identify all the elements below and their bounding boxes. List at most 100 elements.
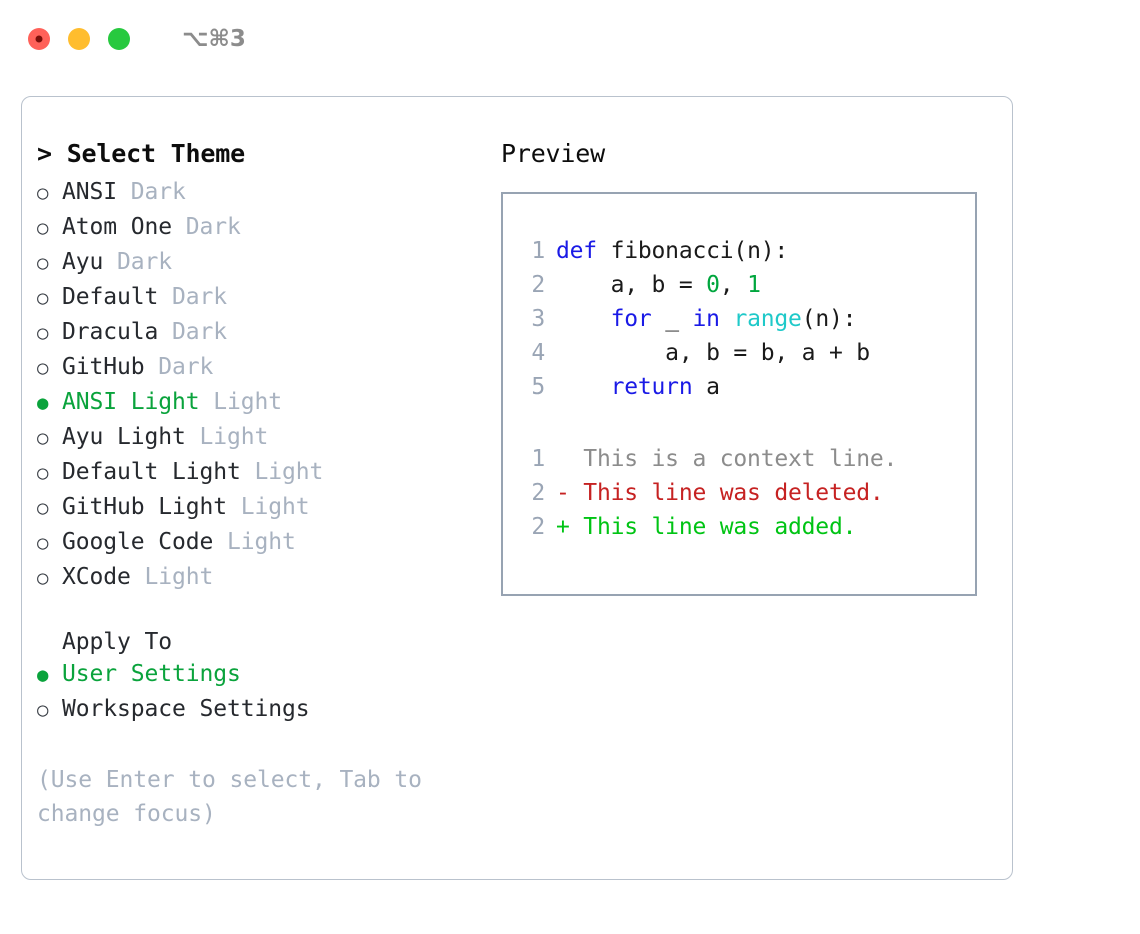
title-bar: ⌥⌘3 [0, 0, 1140, 78]
preview-heading: Preview [501, 139, 605, 168]
code-token [556, 306, 611, 332]
theme-option-name: Ayu Light [62, 424, 186, 450]
theme-option-name: GitHub [62, 354, 145, 380]
radio-unselected-icon: ○ [37, 322, 49, 344]
spacer [158, 315, 172, 349]
window-controls [28, 28, 130, 50]
line-number: 2 [531, 480, 545, 506]
theme-option[interactable]: ○ Google Code Light [37, 525, 477, 560]
code-line: 4 a, b = b, a + b [515, 336, 975, 370]
code-line-text: for _ in range(n): [556, 302, 857, 336]
keyboard-shortcut-label: ⌥⌘3 [182, 26, 246, 52]
radio-selected-icon: ● [37, 392, 49, 414]
apply-to-option[interactable]: ○Workspace Settings [37, 692, 477, 727]
apply-to-list: ● User Settings ○Workspace Settings [37, 657, 477, 727]
radio-unselected-icon: ○ [37, 532, 49, 554]
code-line-text: return a [556, 370, 720, 404]
theme-option[interactable]: ○ Default Dark [37, 280, 477, 315]
theme-option[interactable]: ●ANSI Light Light [37, 385, 477, 420]
theme-option-variant: Dark [117, 249, 172, 275]
radio-unselected-icon: ○ [37, 217, 49, 239]
code-token: a, b = [556, 272, 707, 298]
spacer [117, 175, 131, 209]
theme-list: ○ANSI Dark○Atom One Dark○Ayu Dark○Defaul… [37, 175, 477, 595]
theme-option[interactable]: ○Atom One Dark [37, 210, 477, 245]
code-line: 3 for _ in range(n): [515, 302, 975, 336]
theme-option-name: Default [62, 284, 159, 310]
close-dot[interactable] [28, 28, 50, 50]
diff-line-text: This is a context line. [556, 446, 898, 472]
code-token: range [733, 306, 802, 332]
code-line: 5 return a [515, 370, 975, 404]
theme-option-variant: Light [226, 529, 296, 555]
radio-unselected-icon: ○ [37, 699, 49, 721]
diff-line: 2+ This line was added. [515, 510, 975, 544]
code-line-text: a, b = 0, 1 [556, 268, 761, 302]
diff-line-text: - This line was deleted. [556, 480, 884, 506]
theme-option[interactable]: ○XCode Light [37, 560, 477, 595]
radio-unselected-icon: ○ [37, 287, 49, 309]
theme-option-name: ANSI [62, 179, 117, 205]
spacer [103, 245, 117, 279]
theme-option-name: Google Code [62, 529, 214, 555]
theme-option-name: Default Light [62, 459, 241, 485]
minimize-dot[interactable] [68, 28, 90, 50]
theme-option-variant: Dark [171, 284, 227, 310]
radio-unselected-icon: ○ [37, 567, 49, 589]
code-token: def [556, 238, 611, 264]
radio-unselected-icon: ○ [37, 182, 49, 204]
spacer [172, 210, 186, 244]
theme-option-name: GitHub Light [62, 494, 227, 520]
theme-option-name: Dracula [62, 319, 159, 345]
code-token: a [692, 374, 720, 400]
line-number: 2 [531, 514, 545, 540]
spacer [241, 455, 255, 489]
line-number: 1 [531, 238, 545, 264]
theme-option-variant: Light [144, 564, 214, 590]
spacer [199, 385, 213, 419]
code-line-text: a, b = b, a + b [556, 336, 870, 370]
line-number: 1 [531, 446, 545, 472]
theme-option[interactable]: ○Ayu Dark [37, 245, 477, 280]
spacer [131, 560, 145, 594]
theme-list-column: > Select Theme ○ANSI Dark○Atom One Dark○… [37, 139, 477, 831]
code-line: 2 a, b = 0, 1 [515, 268, 975, 302]
radio-selected-icon: ● [37, 664, 49, 686]
apply-to-option[interactable]: ● User Settings [37, 657, 477, 692]
theme-option[interactable]: ○Dracula Dark [37, 315, 477, 350]
code-token: 0 [706, 272, 720, 298]
spacer [186, 420, 200, 454]
theme-option[interactable]: ○Default Light Light [37, 455, 477, 490]
theme-option[interactable]: ○GitHub Light Light [37, 490, 477, 525]
theme-option-variant: Light [254, 459, 324, 485]
maximize-dot[interactable] [108, 28, 130, 50]
theme-option-variant: Light [199, 424, 269, 450]
diff-line: 2 - This line was deleted. [515, 476, 975, 510]
code-token: return [610, 374, 693, 400]
code-token: (n): [801, 306, 857, 332]
theme-option[interactable]: ○Ayu Light Light [37, 420, 477, 455]
diff-line: 1 This is a context line. [515, 442, 975, 476]
theme-option[interactable]: ○ANSI Dark [37, 175, 477, 210]
code-token: , [719, 272, 748, 298]
theme-option[interactable]: ○ GitHub Dark [37, 350, 477, 385]
code-token: a, b = b, a + b [556, 340, 870, 366]
radio-unselected-icon: ○ [37, 357, 49, 379]
line-number: 4 [531, 340, 545, 366]
apply-to-option-label: User Settings [62, 661, 241, 687]
code-token [720, 306, 734, 332]
theme-picker-panel: > Select Theme ○ANSI Dark○Atom One Dark○… [21, 96, 1013, 880]
code-token: 1 [747, 272, 761, 298]
spacer [227, 490, 241, 524]
theme-option-name: Atom One [62, 214, 172, 240]
line-number: 3 [531, 306, 545, 332]
code-token: for [610, 306, 652, 332]
theme-option-name: ANSI Light [62, 389, 200, 415]
spacer [213, 525, 227, 559]
select-theme-heading: > Select Theme [37, 139, 245, 168]
theme-option-variant: Dark [158, 354, 214, 380]
